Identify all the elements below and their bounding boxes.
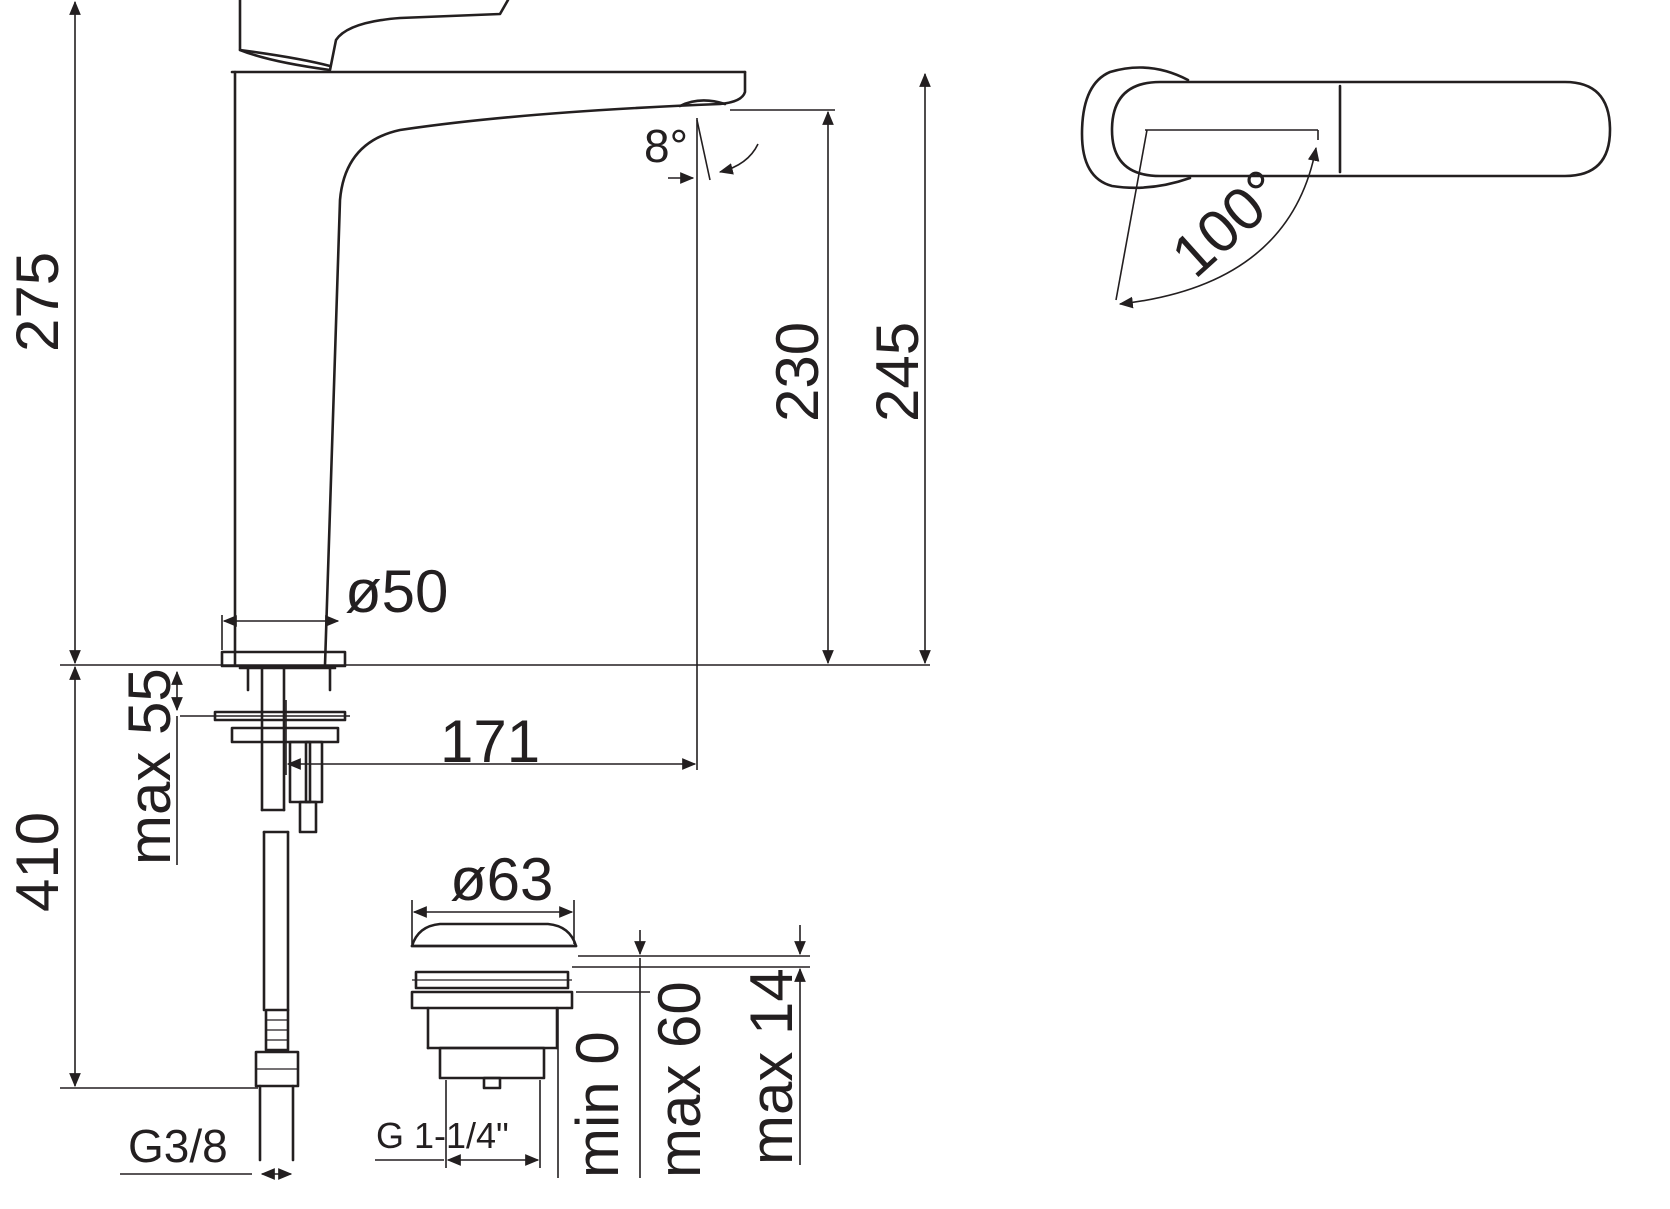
hose-thread-label: G3/8 xyxy=(128,1120,228,1172)
dimension-max-flange: max 14 xyxy=(738,925,806,1165)
drain-thread-label: G 1-1/4" xyxy=(376,1115,509,1156)
dimension-hose-thread: G3/8 xyxy=(120,1120,293,1180)
spout-reach-label: 171 xyxy=(440,708,540,775)
dimension-spout-reach: 171 xyxy=(285,700,697,775)
dimension-max-deck-thickness: max 55 xyxy=(116,668,183,865)
dimension-spout-clearance: 230 xyxy=(730,109,835,665)
min-height-label: min 0 xyxy=(564,1031,631,1178)
dimension-min-height: min 0 xyxy=(557,1008,631,1178)
dimension-base-diameter: ø50 xyxy=(221,558,448,650)
cap-diameter-label: ø63 xyxy=(450,846,553,913)
dimension-cap-diameter: ø63 xyxy=(411,846,575,944)
faucet-body xyxy=(220,0,747,668)
dimension-spout-angle: 8° xyxy=(644,118,759,770)
spout-angle-label: 8° xyxy=(644,120,688,172)
dimension-max-length: max 60 xyxy=(634,930,713,1178)
spout-clearance-label: 230 xyxy=(764,322,831,422)
drain-valve xyxy=(410,922,578,1090)
lever-top-view: 100° xyxy=(1080,66,1612,309)
hose-length-label: 410 xyxy=(4,812,71,912)
base-diameter-label: ø50 xyxy=(345,558,448,625)
mounting-hardware xyxy=(213,666,347,1162)
spout-height-label: 245 xyxy=(864,322,931,422)
dimension-drain-thread: G 1-1/4" xyxy=(375,1080,541,1168)
dimension-total-height: 275 xyxy=(4,0,81,665)
max-length-label: max 60 xyxy=(646,981,713,1178)
max-flange-label: max 14 xyxy=(738,968,805,1165)
dimension-spout-height: 245 xyxy=(864,72,931,665)
total-height-label: 275 xyxy=(4,252,71,352)
dimension-hose-length: 410 xyxy=(4,665,81,1088)
max-deck-thickness-label: max 55 xyxy=(116,668,183,865)
